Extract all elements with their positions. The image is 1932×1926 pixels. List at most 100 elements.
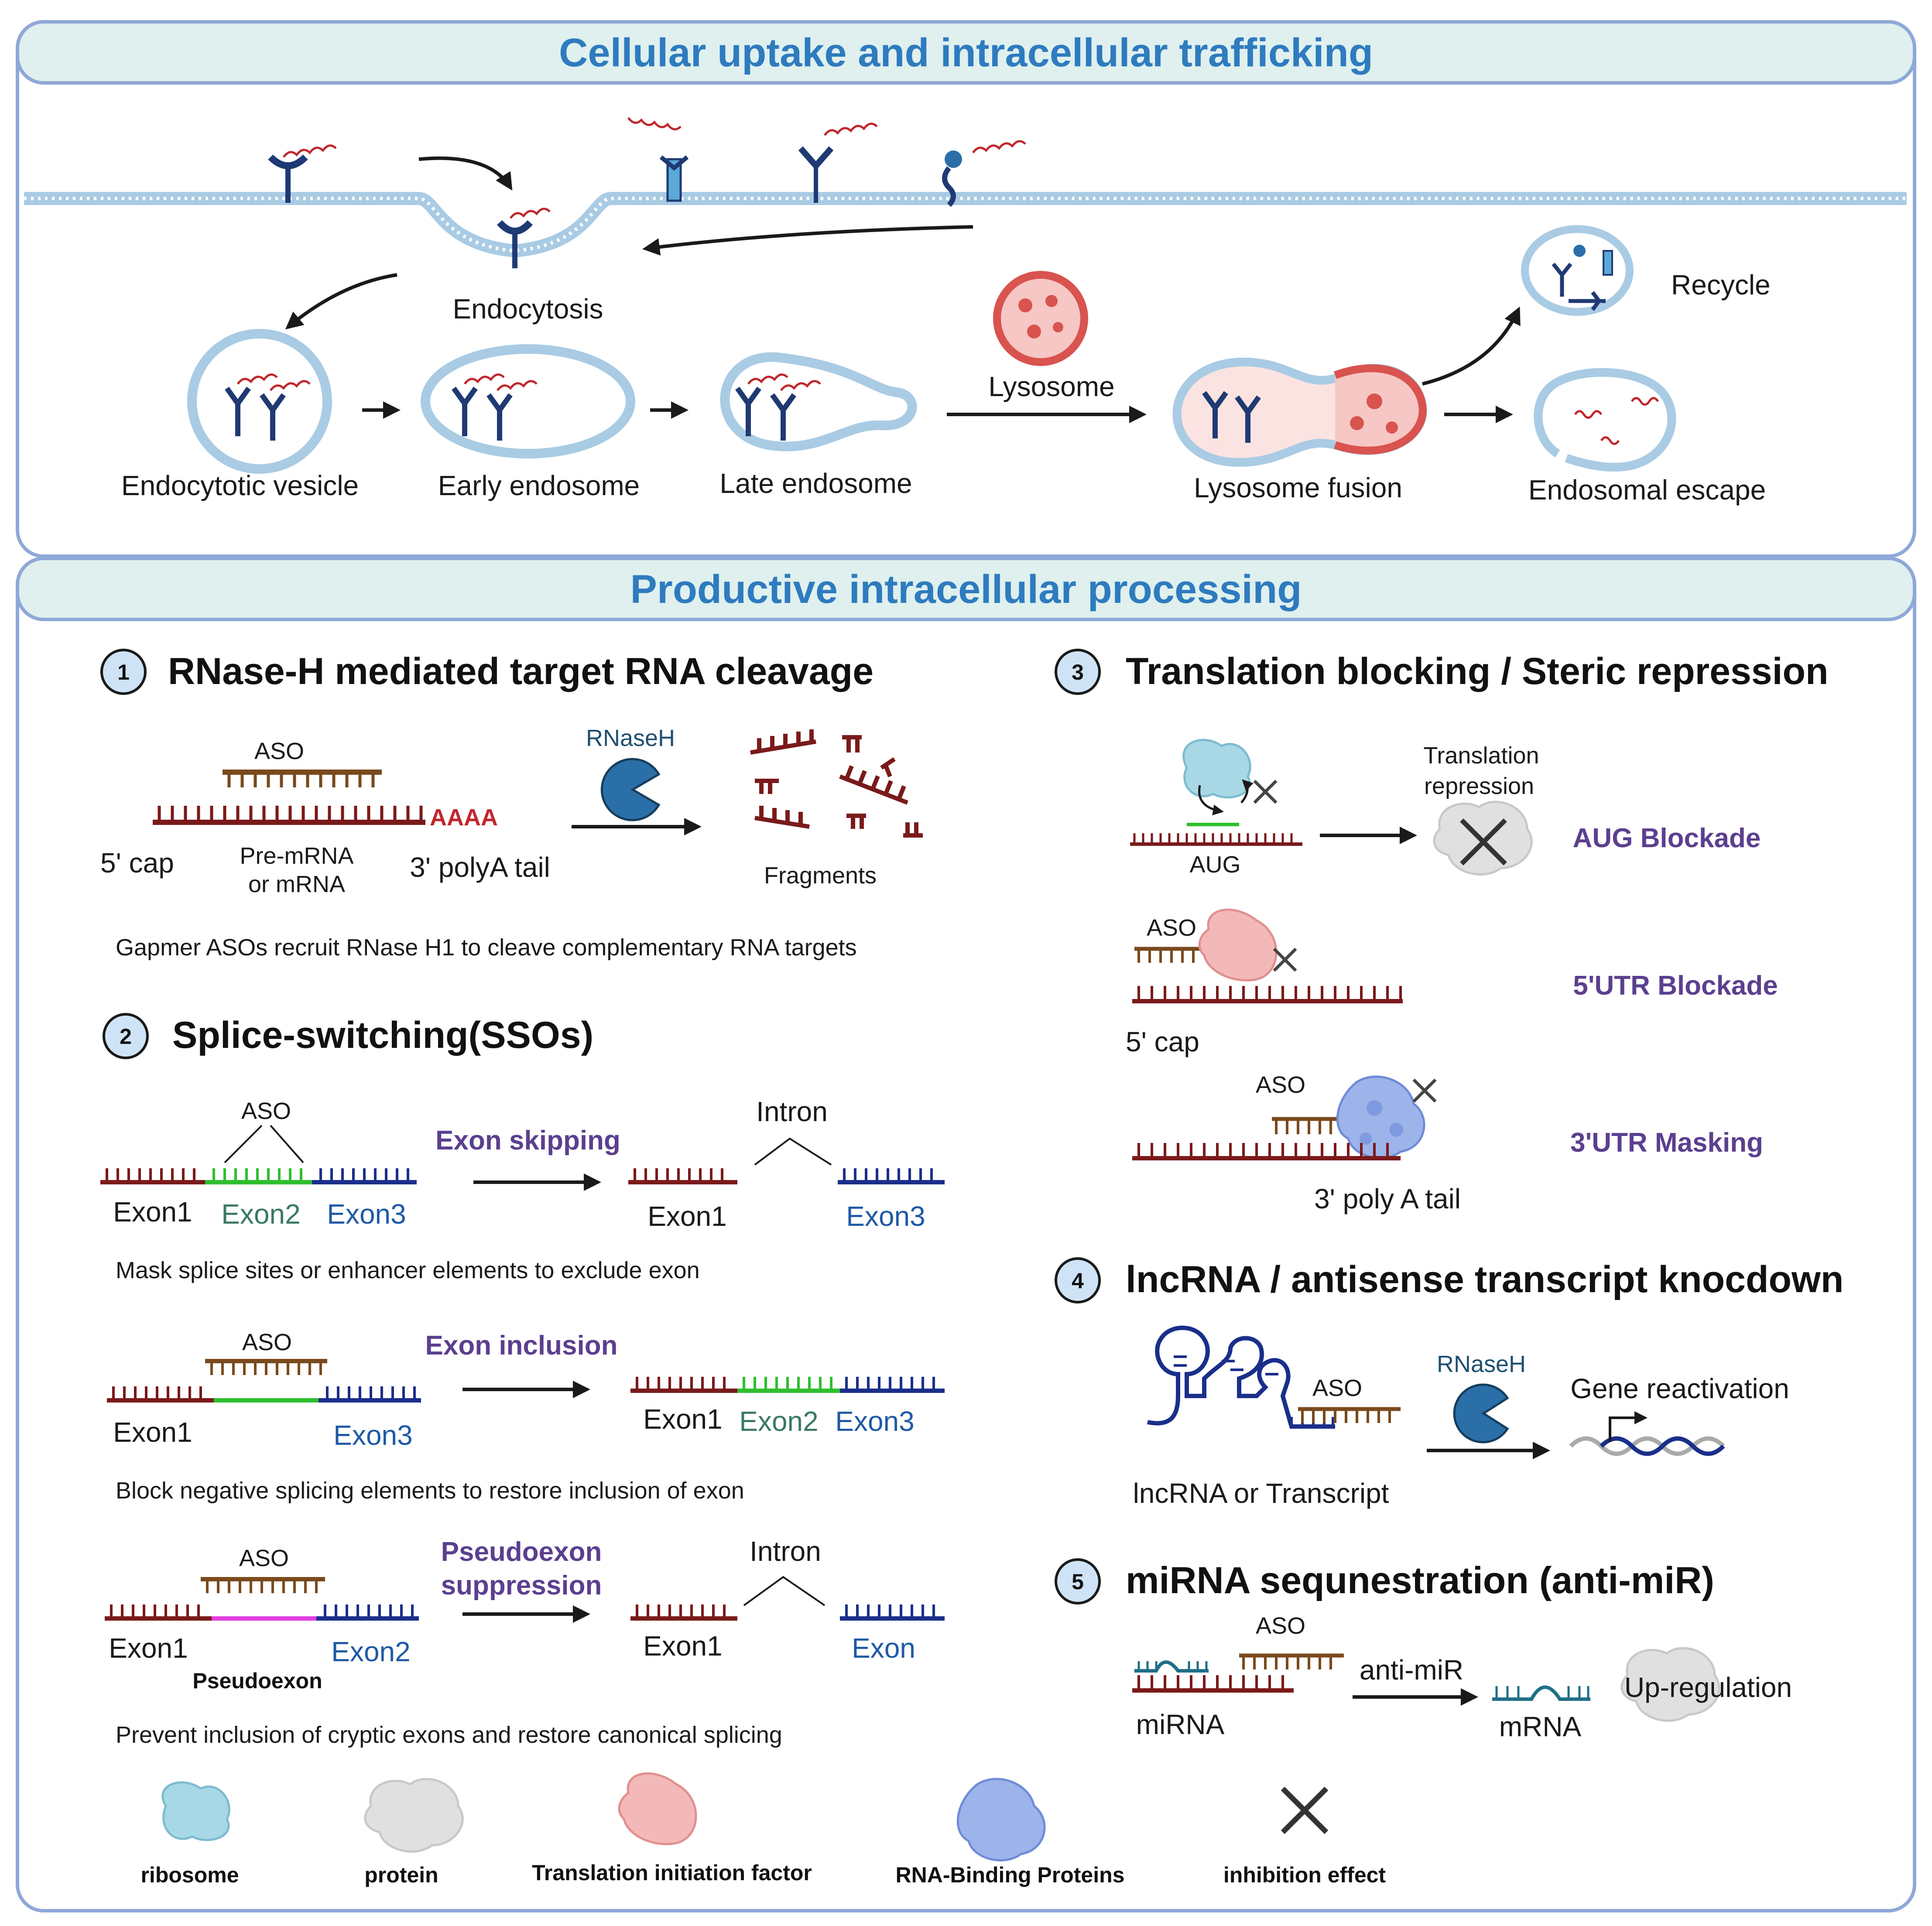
row-description: Mask splice sites or enhancer elements t… bbox=[116, 1257, 700, 1283]
lysosome-fusion-label: Lysosome fusion bbox=[1194, 472, 1402, 503]
out-exon1-label: Exon1 bbox=[643, 1403, 722, 1435]
legend-label: inhibition effect bbox=[1223, 1863, 1386, 1887]
protein-icon bbox=[364, 1778, 464, 1853]
section-translation-blocking: 3 Translation blocking / Steric repressi… bbox=[1055, 649, 1829, 1214]
exon1-label: Exon1 bbox=[109, 1632, 188, 1664]
aso-label: ASO bbox=[239, 1545, 289, 1571]
dna-helix-icon bbox=[1569, 1411, 1725, 1456]
method-label: Exon skipping bbox=[435, 1125, 620, 1156]
polya-label: AAAA bbox=[430, 804, 498, 831]
intron-label: Intron bbox=[750, 1536, 821, 1567]
legend: ribosome protein Translation initiation … bbox=[140, 1772, 1386, 1887]
section-number: 3 bbox=[1072, 660, 1084, 684]
mrna-label: mRNA bbox=[1499, 1711, 1582, 1742]
late-endosome bbox=[720, 352, 917, 452]
legend-item: protein bbox=[364, 1778, 464, 1887]
out-exon1-label: Exon1 bbox=[647, 1201, 726, 1232]
out-exon2-label: Exon2 bbox=[739, 1406, 818, 1437]
mirna-hairpin bbox=[1134, 1660, 1209, 1673]
exon-skipping-row: ASO Exon1 Exon2 Exon3 Exon skipping Intr… bbox=[100, 1096, 945, 1283]
mrna-hairpin bbox=[1492, 1685, 1590, 1701]
translation-repression-line1: Translation bbox=[1423, 742, 1539, 769]
legend-label: RNA-Binding Proteins bbox=[896, 1863, 1125, 1887]
section-number-badge bbox=[1055, 1257, 1101, 1303]
mirna-label: miRNA bbox=[1136, 1709, 1225, 1740]
processing-title: Productive intracellular processing bbox=[630, 567, 1302, 612]
section-number: 5 bbox=[1072, 1570, 1084, 1594]
aso-label: ASO bbox=[241, 1098, 291, 1124]
section-number: 1 bbox=[117, 660, 130, 684]
section-anti-mir: 5 miRNA sequnestration (anti-miR) ASO mi… bbox=[1055, 1558, 1792, 1742]
out-exon3-label: Exon3 bbox=[835, 1406, 914, 1437]
ribosome-icon bbox=[161, 1781, 230, 1841]
section-title: miRNA sequnestration (anti-miR) bbox=[1126, 1560, 1714, 1601]
receptor-icon bbox=[627, 117, 689, 202]
recycle-label: Recycle bbox=[1671, 269, 1771, 301]
aso-label: ASO bbox=[254, 738, 304, 764]
aso-label: ASO bbox=[1312, 1375, 1362, 1401]
section-number-badge bbox=[1055, 1558, 1101, 1604]
aso-label: ASO bbox=[242, 1329, 292, 1355]
aso-label: ASO bbox=[1256, 1072, 1305, 1098]
aso-label: ASO bbox=[1256, 1613, 1305, 1639]
section-title: lncRNA / antisense transcript knocdown bbox=[1126, 1259, 1843, 1300]
processing-panel: Productive intracellular processing bbox=[16, 557, 1916, 1912]
cap-label: 5' cap bbox=[1126, 1026, 1199, 1057]
up-regulation-label: Up-regulation bbox=[1624, 1672, 1792, 1703]
section-description: Gapmer ASOs recruit RNase H1 to cleave c… bbox=[116, 934, 857, 961]
section-number: 2 bbox=[120, 1024, 132, 1049]
aso-label: ASO bbox=[1147, 915, 1196, 941]
method-label-line1: Pseudoexon bbox=[441, 1537, 602, 1567]
lysosome-label: Lysosome bbox=[988, 371, 1114, 402]
endocytotic-vesicle-label: Endocytotic vesicle bbox=[121, 470, 359, 501]
section-lncrna: 4 lncRNA / antisense transcript knocdown… bbox=[1055, 1257, 1843, 1509]
inhibition-x-icon bbox=[1273, 948, 1297, 972]
receptor-icon bbox=[497, 208, 551, 268]
mrna-label-line1: Pre-mRNA bbox=[240, 843, 353, 869]
legend-item: RNA-Binding Proteins bbox=[896, 1778, 1125, 1887]
endocytotic-vesicle bbox=[187, 329, 332, 474]
rnaseh-pacman-icon bbox=[600, 758, 661, 821]
method-label-line2: suppression bbox=[441, 1570, 602, 1601]
legend-label: protein bbox=[364, 1863, 438, 1887]
early-endosome bbox=[421, 344, 635, 458]
pseudoexon-row: ASO Exon1 Pseudoexon Exon2 Pseudoexon su… bbox=[105, 1536, 945, 1748]
endosomal-escape-label: Endosomal escape bbox=[1528, 474, 1766, 506]
legend-item: ribosome bbox=[140, 1781, 239, 1887]
utr3-masking-label: 3'UTR Masking bbox=[1570, 1128, 1763, 1158]
exon1-label: Exon1 bbox=[113, 1196, 192, 1228]
section-number-badge bbox=[100, 649, 147, 695]
row-description: Prevent inclusion of cryptic exons and r… bbox=[116, 1722, 782, 1748]
ribosome-icon bbox=[1182, 739, 1251, 799]
section-number-badge bbox=[1055, 649, 1101, 695]
initiation-factor-icon bbox=[1198, 908, 1278, 982]
out-exon-label: Exon bbox=[852, 1632, 915, 1664]
initiation-factor-icon bbox=[618, 1772, 697, 1845]
out-exon1-label: Exon1 bbox=[643, 1630, 722, 1662]
aug-blockade-label: AUG Blockade bbox=[1573, 823, 1761, 853]
section-splice-switching: 2 Splice-switching(SSOs) ASO Exon1 Exon2… bbox=[100, 1013, 945, 1748]
endosomal-escape bbox=[1534, 368, 1676, 472]
exon-inclusion-row: ASO Exon1 Exon3 Exon inclusion Exon1 Exo… bbox=[107, 1329, 945, 1504]
lncrna-label: lncRNA or Transcript bbox=[1133, 1478, 1389, 1509]
row-description: Block negative splicing elements to rest… bbox=[116, 1478, 744, 1504]
anti-mir-label: anti-miR bbox=[1360, 1654, 1463, 1686]
lysosome-icon bbox=[993, 271, 1088, 366]
uptake-panel: Cellular uptake and intracellular traffi… bbox=[16, 20, 1916, 558]
rnaseh-label: RNaseH bbox=[1437, 1351, 1526, 1377]
section-number-badge bbox=[103, 1013, 149, 1059]
inhibition-x-icon bbox=[1253, 780, 1278, 804]
receptor-icon bbox=[942, 140, 1026, 207]
exon2-label: Exon2 bbox=[221, 1198, 300, 1230]
section-title: Translation blocking / Steric repression bbox=[1126, 650, 1829, 692]
legend-item: inhibition effect bbox=[1223, 1786, 1386, 1887]
receptor-icon bbox=[268, 144, 337, 203]
section-title: RNase-H mediated target RNA cleavage bbox=[168, 650, 874, 692]
mrna-label-line2: or mRNA bbox=[248, 871, 345, 897]
exon2-label: Exon2 bbox=[331, 1636, 410, 1667]
inhibition-x-icon bbox=[1460, 818, 1507, 866]
section-rnase-h: 1 RNase-H mediated target RNA cleavage A… bbox=[100, 649, 923, 961]
method-label: Exon inclusion bbox=[425, 1331, 618, 1361]
endocytosis-label: Endocytosis bbox=[452, 293, 603, 325]
